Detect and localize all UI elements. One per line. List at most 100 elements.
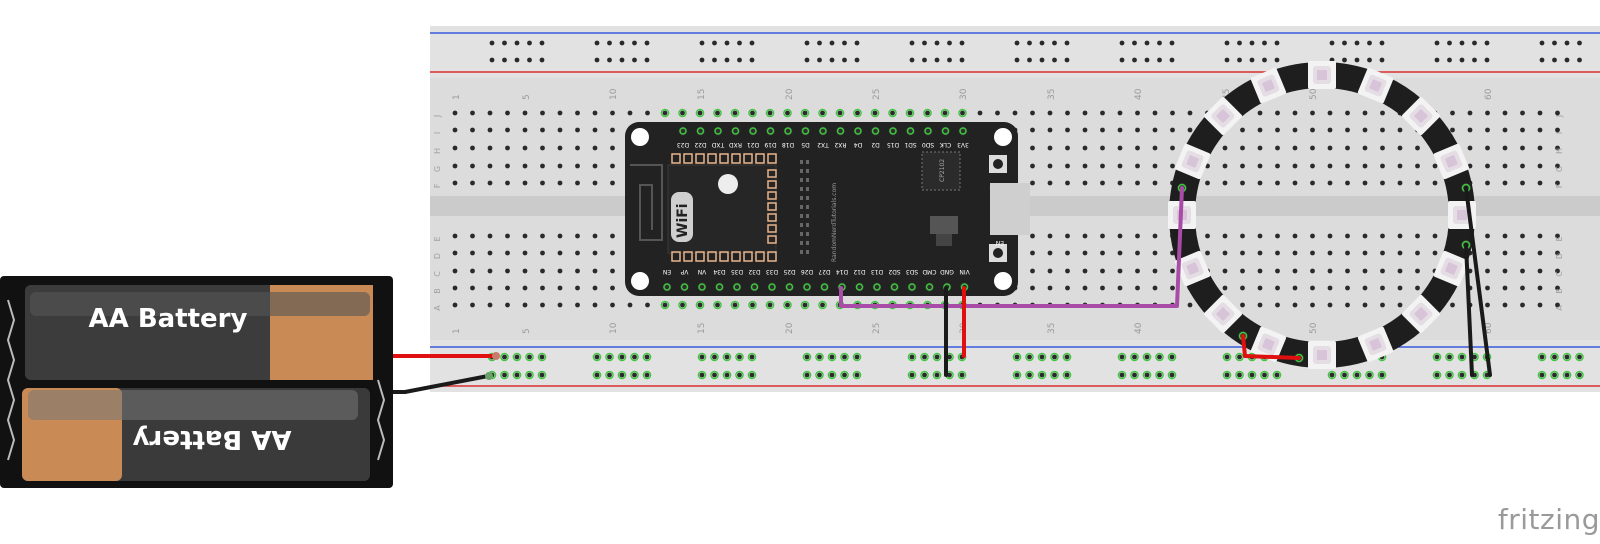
ring-led xyxy=(1402,97,1440,135)
ring-gnd-wire-a xyxy=(1464,186,1492,377)
battery-cell-1-label: AA Battery xyxy=(89,304,248,334)
ring-led xyxy=(1433,250,1470,287)
ring-5v-wire xyxy=(1241,334,1301,360)
battery-pack: AA Battery AA Battery xyxy=(0,276,393,488)
ring-led xyxy=(1433,143,1470,180)
ring-led xyxy=(1250,67,1287,104)
chip-label: CP2102 xyxy=(939,159,946,182)
column-label-bottom: 10 xyxy=(609,322,619,334)
wires xyxy=(388,186,1492,394)
wifi-badge xyxy=(671,192,693,242)
esp32-pin-label: SD3 xyxy=(906,268,918,275)
row-label: H xyxy=(1555,148,1564,154)
ring-led xyxy=(1204,295,1242,333)
esp32-pin-label: D26 xyxy=(801,268,813,275)
ring-led xyxy=(1402,295,1440,333)
column-label-bottom: 25 xyxy=(872,323,882,334)
ring-led xyxy=(1308,341,1336,369)
esp32-pin-label: D35 xyxy=(731,268,743,275)
row-label: F xyxy=(1555,183,1564,188)
row-label: A xyxy=(1555,305,1564,311)
esp32-pin-label: D19 xyxy=(764,141,776,148)
ring-leds xyxy=(1168,61,1476,369)
esp32-pin-label: 3V3 xyxy=(957,141,969,148)
column-label-top: 40 xyxy=(1134,88,1144,100)
column-label-top: 45 xyxy=(1222,89,1232,100)
esp32-pin-label: D33 xyxy=(766,268,778,275)
esp32-pin-label: D34 xyxy=(713,268,725,275)
column-label-top: 20 xyxy=(785,88,795,100)
esp32-pin-label: D25 xyxy=(783,268,795,275)
battery-cell-2-label: AA Battery xyxy=(132,424,291,454)
esp32-pin-label: D23 xyxy=(677,141,689,148)
row-label: D xyxy=(433,253,442,259)
esp32-pin-label: D13 xyxy=(871,268,883,275)
header-dots xyxy=(800,160,809,254)
esp32-pin-label: D14 xyxy=(836,268,848,275)
wifi-label: WiFi xyxy=(675,203,691,238)
row-label: J xyxy=(433,115,442,118)
antenna-trace xyxy=(630,164,663,241)
row-label: H xyxy=(433,148,442,154)
esp32-pin-label: TXD xyxy=(711,141,725,148)
module-pads xyxy=(671,153,777,262)
ring-led xyxy=(1250,326,1287,363)
row-label: B xyxy=(1555,288,1564,294)
column-label-bottom: 50 xyxy=(1309,322,1319,334)
esp32-pin-label: VP xyxy=(680,268,688,275)
row-label: C xyxy=(433,271,442,277)
row-label: I xyxy=(433,132,442,134)
battery-spring-left xyxy=(6,299,16,461)
row-label: J xyxy=(1555,115,1564,118)
battery-black-wire xyxy=(388,374,490,394)
column-label-bottom: 60 xyxy=(1484,322,1494,334)
column-label-top: 35 xyxy=(1047,89,1057,100)
esp32-pin-label: D12 xyxy=(853,268,865,275)
esp32-pin-label: D2 xyxy=(871,141,880,148)
column-label-bottom: 20 xyxy=(785,322,795,334)
en-label: EN xyxy=(996,239,1004,246)
ring-led xyxy=(1357,67,1394,104)
esp32-pin-label: RX2 xyxy=(834,141,846,148)
column-label-top: 1 xyxy=(452,94,462,100)
battery-spring-right xyxy=(376,379,386,461)
esp32-pin-label: VN xyxy=(698,268,707,275)
column-label-bottom: 15 xyxy=(697,323,707,334)
esp32-pin-label: D5 xyxy=(801,141,810,148)
row-label: I xyxy=(1555,132,1564,134)
row-label: E xyxy=(1555,236,1564,241)
esp32-pin-label: RXD xyxy=(729,141,742,148)
voltage-regulator xyxy=(930,216,958,234)
column-label-top: 60 xyxy=(1484,88,1494,100)
esp32-pin-label: SD0 xyxy=(922,141,934,148)
vertical-brand-text: RandomNerdTutorials.com xyxy=(831,183,838,262)
esp32-pin-label: D27 xyxy=(818,268,830,275)
row-label: F xyxy=(433,183,442,188)
fritzing-watermark: fritzing xyxy=(1497,503,1600,536)
esp32-pin-label: CMD xyxy=(922,268,936,275)
column-label-top: 30 xyxy=(959,88,969,100)
ring-led xyxy=(1204,97,1242,135)
esp32-pin-label: SD2 xyxy=(888,268,900,275)
row-label: E xyxy=(433,236,442,241)
column-label-bottom: 35 xyxy=(1047,323,1057,334)
column-label-top: 5 xyxy=(522,94,532,100)
row-label: C xyxy=(1555,271,1564,277)
esp32-pin-label: D22 xyxy=(694,141,706,148)
ring-led xyxy=(1308,61,1336,89)
column-label-top: 25 xyxy=(872,89,882,100)
esp32-top-pins: 3V3CLKSD0SD1D15D2D4RX2TX2D5D18D19D21RXDT… xyxy=(677,126,969,148)
esp32-pin-label: VIN xyxy=(959,268,969,275)
esp32-pin-label: GND xyxy=(940,268,954,275)
column-label-top: 50 xyxy=(1309,88,1319,100)
column-label-bottom: 5 xyxy=(522,328,532,334)
ring-led xyxy=(1174,143,1211,180)
esp32-pin-label: D18 xyxy=(782,141,794,148)
esp32-pin-label: D15 xyxy=(887,141,899,148)
ring-led xyxy=(1357,326,1394,363)
ring-led xyxy=(1174,250,1211,287)
ring-gnd-wire-b xyxy=(1464,243,1474,377)
esp32-pin-label: EN xyxy=(663,268,671,275)
row-label: A xyxy=(433,305,442,311)
